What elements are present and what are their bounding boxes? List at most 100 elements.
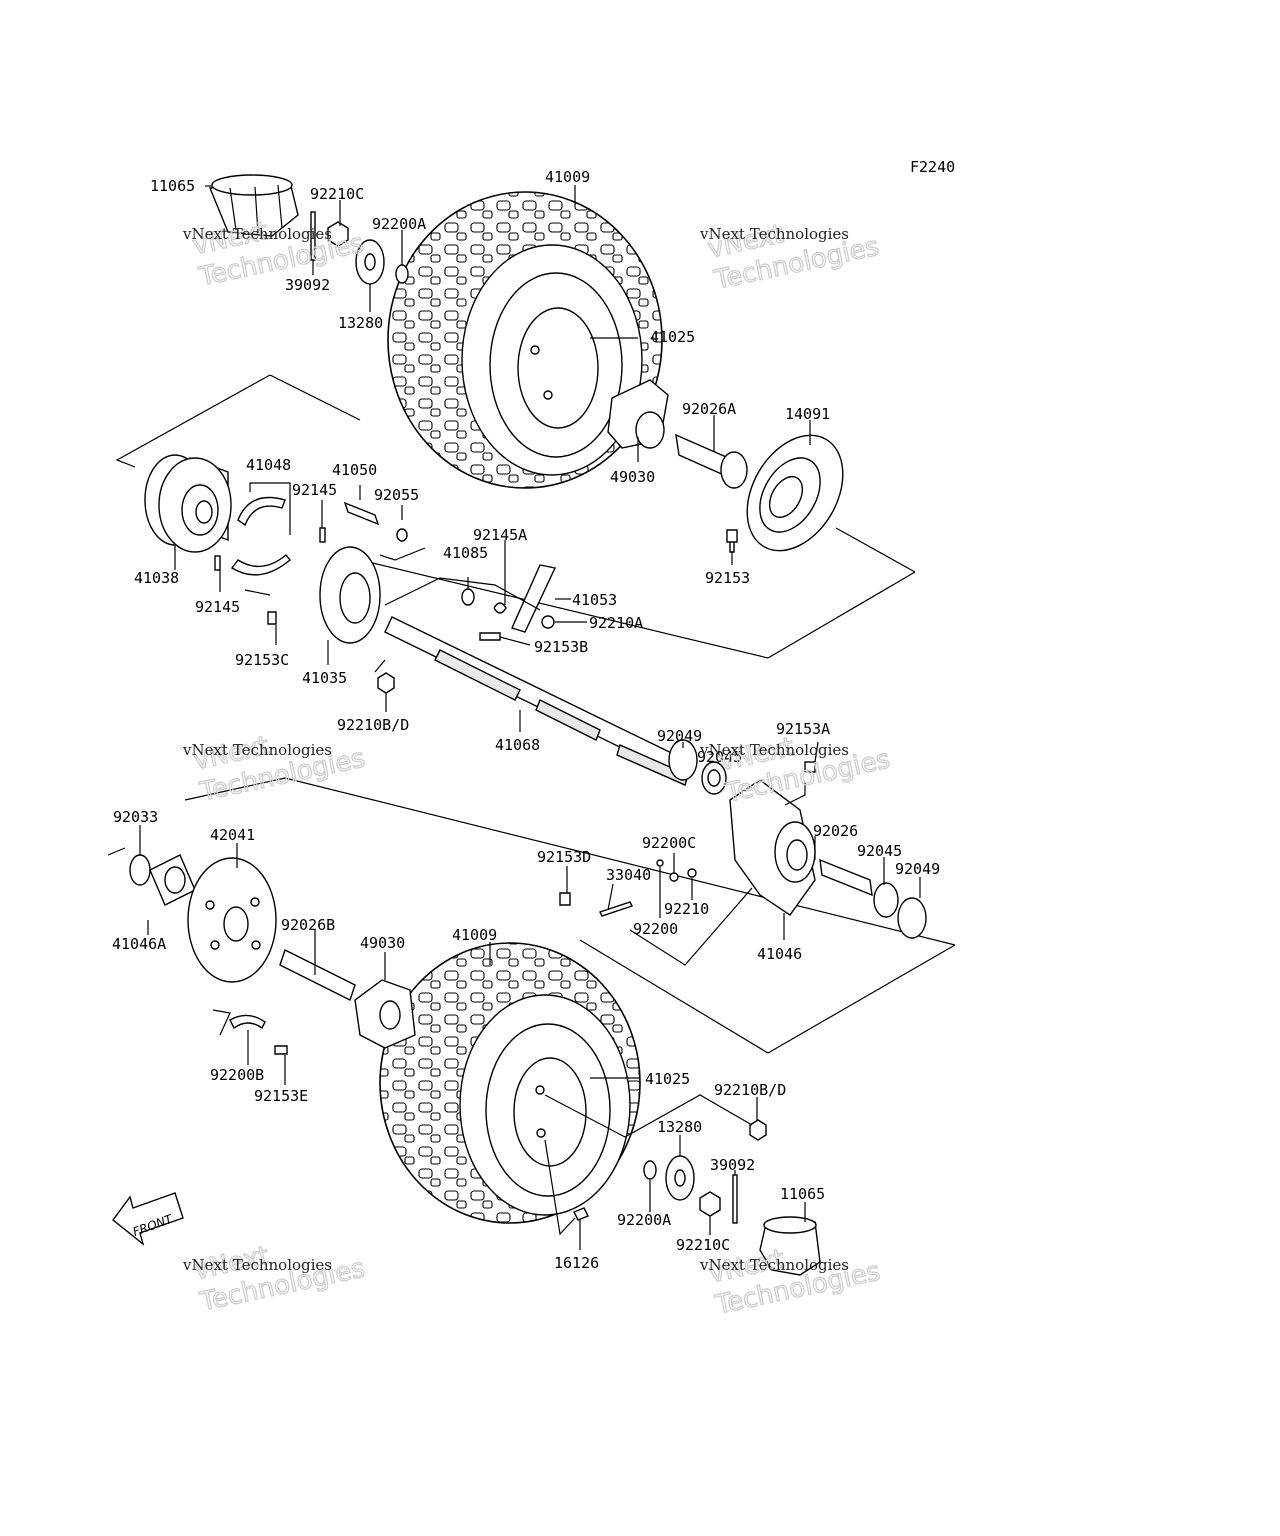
collar-92026B	[279, 949, 356, 1001]
nut-92200C	[669, 872, 679, 882]
nut-92210A	[541, 615, 555, 629]
label-42041: 42041	[210, 826, 255, 844]
hub-cap-bottom	[759, 1216, 821, 1276]
label-92200A-bottom: 92200A	[617, 1211, 671, 1229]
label-11065-top: 11065	[150, 177, 195, 195]
washer-92210	[687, 868, 697, 878]
label-41068: 41068	[495, 736, 540, 754]
lower-outline-left	[184, 777, 286, 801]
bolt-92153B	[479, 632, 501, 641]
label-92026: 92026	[813, 822, 858, 840]
label-92033: 92033	[113, 808, 158, 826]
label-41038: 41038	[134, 569, 179, 587]
washer-92200A-top	[395, 264, 409, 284]
castle-nut-bottom	[699, 1191, 721, 1217]
label-39092-top: 39092	[285, 276, 330, 294]
washer-41085	[461, 588, 475, 606]
rear-tire-bottom	[379, 942, 641, 1224]
seal-92049-upper	[668, 739, 698, 781]
label-13280-top: 13280	[338, 314, 383, 332]
label-41046A: 41046A	[112, 935, 166, 953]
lower-outline-leftedge	[107, 847, 126, 856]
front-direction-arrow: FRONT	[112, 1192, 184, 1246]
hub-49030-top	[607, 379, 669, 449]
svg-text:vNextTechnologies: vNextTechnologies	[705, 200, 882, 296]
washer-13280-bottom	[665, 1155, 695, 1201]
label-92153: 92153	[705, 569, 750, 587]
label-41053: 41053	[572, 591, 617, 609]
brake-shoes-41048	[230, 482, 291, 576]
watermark-tr: vNextTechnologies	[705, 200, 883, 297]
label-41025-bottom: 41025	[645, 1070, 690, 1088]
lower-outline-top	[284, 777, 956, 946]
cam-41050	[343, 501, 380, 526]
label-92153C: 92153C	[235, 651, 289, 669]
spring-92145-top	[319, 527, 326, 543]
collar-92026	[819, 858, 873, 897]
figure-code: F2240	[910, 158, 955, 176]
upper-outline-diag-b	[835, 527, 916, 573]
brake-panel-41035	[319, 546, 381, 644]
lower-outline-right	[767, 944, 956, 1054]
label-92210C-bottom: 92210C	[676, 1236, 730, 1254]
label-92200C: 92200C	[642, 834, 696, 852]
brake-drum-41038	[144, 454, 232, 553]
label-92145-a: 92145	[292, 481, 337, 499]
washer-92200	[656, 859, 664, 867]
label-92145-b: 92145	[195, 598, 240, 616]
cotter-pin-bottom	[732, 1174, 738, 1224]
lower-outline-bottom	[579, 939, 769, 1054]
label-92045-b: 92045	[857, 842, 902, 860]
watermark-text-br: vNext Technologies	[699, 1256, 849, 1274]
label-92210C-top: 92210C	[310, 185, 364, 203]
label-92153A: 92153A	[776, 720, 830, 738]
label-13280-bottom: 13280	[657, 1118, 702, 1136]
bolt-33040	[599, 901, 633, 917]
bolt-92153C	[267, 611, 277, 625]
brake-cover-14091	[746, 434, 844, 552]
label-92200B: 92200B	[210, 1066, 264, 1084]
label-92210BD-top: 92210B/D	[337, 716, 409, 734]
rear-tire-top	[387, 191, 663, 489]
label-41009-bottom: 41009	[452, 926, 497, 944]
label-92153B: 92153B	[534, 638, 588, 656]
label-92026B: 92026B	[281, 916, 335, 934]
label-41025-top: 41025	[650, 328, 695, 346]
part-labels: 11065 92210C 92200A 39092 13280 41009 41…	[112, 168, 940, 1272]
label-33040: 33040	[606, 866, 651, 884]
label-92210BD-bottom: 92210B/D	[714, 1081, 786, 1099]
label-49030-top: 49030	[610, 468, 655, 486]
bolt-92153	[726, 529, 738, 553]
label-11065-bottom: 11065	[780, 1185, 825, 1203]
bolt-92153A	[804, 761, 816, 773]
hub-49030-bottom	[354, 979, 416, 1049]
label-14091: 14091	[785, 405, 830, 423]
sprocket-hub-41046A	[149, 854, 196, 906]
watermark-text-ml: vNext Technologies	[182, 741, 332, 759]
label-39092-bottom: 39092	[710, 1156, 755, 1174]
axle-41068	[384, 616, 691, 786]
seal-92049-lower	[897, 897, 927, 939]
label-41009-top: 41009	[545, 168, 590, 186]
bearing-92045-lower	[873, 882, 899, 918]
collar-92026A	[675, 433, 748, 489]
bolt-92153D	[559, 892, 571, 906]
watermark-text-tr: vNext Technologies	[699, 225, 849, 243]
label-41050: 41050	[332, 461, 377, 479]
label-92049-b: 92049	[895, 860, 940, 878]
label-92055: 92055	[374, 486, 419, 504]
oring-92055	[396, 528, 408, 542]
upper-assembly-outline	[115, 374, 271, 468]
sprocket-42041	[187, 857, 277, 983]
label-41048: 41048	[246, 456, 291, 474]
watermark-text-bl: vNext Technologies	[182, 1256, 332, 1274]
label-92153E: 92153E	[254, 1087, 308, 1105]
spring-92145-bottom	[214, 555, 221, 571]
upper-outline-bottom	[359, 559, 769, 659]
label-41046: 41046	[757, 945, 802, 963]
label-92026A: 92026A	[682, 400, 736, 418]
label-16126: 16126	[554, 1254, 599, 1272]
plate-92200B	[229, 1014, 266, 1030]
castle-nut-top	[327, 221, 349, 247]
